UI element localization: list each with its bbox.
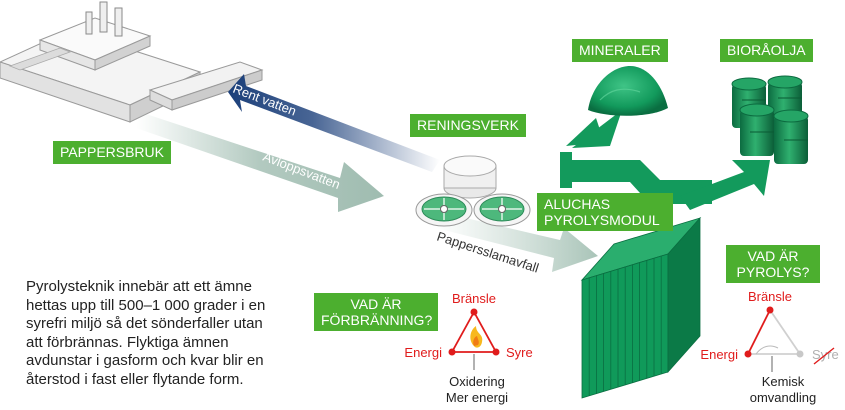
pyrolysis-result-1: Kemisk — [762, 374, 805, 389]
pyrolysis-result-2: omvandling — [750, 390, 817, 405]
combustion-fuel: Bränsle — [452, 291, 496, 306]
description-line: återstod i fast eller flytande form. — [26, 370, 244, 388]
minerals-label: MINERALER — [572, 39, 668, 62]
pyrolysis-triangle: Bränsle Energi Syre Kemisk omvandling — [700, 289, 838, 405]
pyrolysis-energy: Energi — [700, 347, 738, 362]
treatment-plant — [415, 155, 531, 227]
mineral-pile — [588, 66, 668, 116]
paper-mill-label: PAPPERSBRUK — [53, 141, 171, 164]
combustion-oxygen: Syre — [506, 345, 533, 360]
pyrolysis-question-line-1: VAD ÄR — [747, 248, 799, 264]
combustion-question-line-2: FÖRBRÄNNING? — [321, 312, 433, 328]
description-line: hettas upp till 500–1 000 grader i en — [26, 296, 266, 314]
combustion-question-label: VAD ÄR FÖRBRÄNNING? — [314, 293, 438, 331]
description-line: Pyrolysteknik innebär att ett ämne — [26, 278, 252, 295]
sludge-arrow — [436, 212, 598, 272]
pyrolysis-question-line-2: PYROLYS? — [736, 264, 810, 280]
combustion-result-1: Oxidering — [449, 374, 505, 389]
pyrolysis-module-line-2: PYROLYSMODUL — [544, 212, 660, 228]
oil-barrels — [731, 75, 809, 164]
pyrolysis-module-line-1: ALUCHAS — [544, 196, 611, 212]
pyrolysis-question-label: VAD ÄR PYROLYS? — [726, 245, 820, 283]
bio-oil-label: BIORÅOLJA — [720, 39, 813, 62]
description-line: att förbrännas. Flyktiga ämnen — [26, 333, 229, 351]
combustion-triangle: Bränsle Energi Syre Oxidering Mer energi — [404, 291, 532, 405]
clean-water-arrow — [228, 74, 440, 172]
combustion-result-2: Mer energi — [446, 390, 508, 405]
output-arrows — [560, 110, 770, 210]
pyrolysis-description: Pyrolysteknik innebär att ett ämne hetta… — [26, 278, 296, 390]
paper-mill-building — [0, 1, 264, 123]
treatment-plant-label: RENINGSVERK — [410, 114, 526, 137]
pyrolysis-container — [580, 216, 702, 399]
description-line: syrefri miljö så det sönderfaller utan — [26, 315, 263, 333]
combustion-question-line-1: VAD ÄR — [350, 296, 402, 312]
pyrolysis-fuel: Bränsle — [748, 289, 792, 304]
combustion-energy: Energi — [404, 345, 442, 360]
waste-water-arrow — [136, 112, 384, 212]
description-line: avdunstar i gasform och kvar blir en — [26, 352, 264, 370]
crossed-out-icon — [813, 347, 835, 365]
pyrolysis-module-label: ALUCHAS PYROLYSMODUL — [537, 193, 673, 231]
